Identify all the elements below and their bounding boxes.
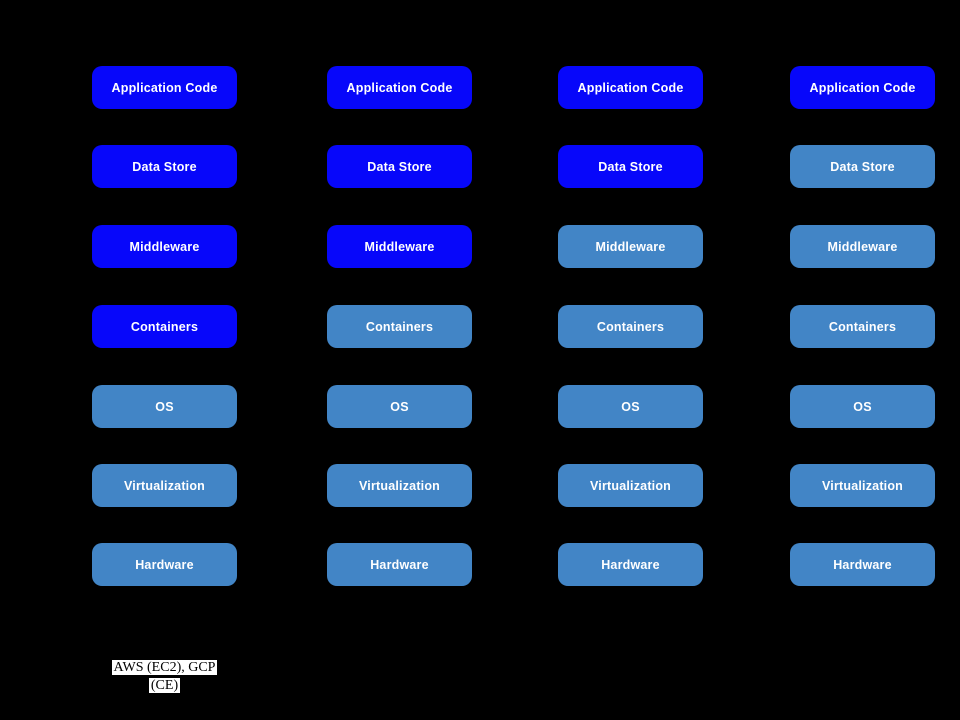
box-label: Virtualization <box>123 478 206 493</box>
box-label: Application Code <box>111 80 218 95</box>
box-label: OS <box>853 399 872 414</box>
box-label: Middleware <box>827 239 898 254</box>
box-label: Middleware <box>129 239 200 254</box>
box-label: Data Store <box>132 159 197 174</box>
box-label: Containers <box>828 319 897 334</box>
box-label: Application Code <box>577 80 684 95</box>
box-label: Data Store <box>830 159 895 174</box>
stack-box: Virtualization <box>790 464 935 507</box>
stack-box: Containers <box>558 305 703 348</box>
box-label: Containers <box>365 319 434 334</box>
stack-column-2: Application Code Data Store Middleware C… <box>327 0 472 720</box>
box-label: Containers <box>130 319 199 334</box>
box-label: OS <box>621 399 640 414</box>
box-label: Middleware <box>364 239 435 254</box>
stack-box: Virtualization <box>92 464 237 507</box>
box-label: Application Code <box>346 80 453 95</box>
stack-box: Hardware <box>558 543 703 586</box>
stack-box: Application Code <box>790 66 935 109</box>
stack-box: Virtualization <box>327 464 472 507</box>
stack-box: Containers <box>790 305 935 348</box>
box-label: Data Store <box>367 159 432 174</box>
box-label: Data Store <box>598 159 663 174</box>
stack-box: Data Store <box>790 145 935 188</box>
box-label: Hardware <box>601 557 660 572</box>
stack-column-1: Application Code Data Store Middleware C… <box>92 0 237 720</box>
stack-box: Application Code <box>558 66 703 109</box>
stack-column-3: Application Code Data Store Middleware C… <box>558 0 703 720</box>
stack-box: Hardware <box>790 543 935 586</box>
box-label: Containers <box>596 319 665 334</box>
stack-box: Containers <box>92 305 237 348</box>
caption-aws-gcp: AWS (EC2), GCP (CE) <box>92 658 237 694</box>
box-label: OS <box>155 399 174 414</box>
stack-box: OS <box>558 385 703 428</box>
box-label: Hardware <box>370 557 429 572</box>
stack-box: Application Code <box>327 66 472 109</box>
stack-box: OS <box>327 385 472 428</box>
stack-box: Data Store <box>327 145 472 188</box>
box-label: Hardware <box>135 557 194 572</box>
stack-box: Data Store <box>92 145 237 188</box>
box-label: Hardware <box>833 557 892 572</box>
stack-box: Data Store <box>558 145 703 188</box>
box-label: OS <box>390 399 409 414</box>
stack-box: OS <box>790 385 935 428</box>
box-label: Virtualization <box>821 478 904 493</box>
stack-box: Hardware <box>92 543 237 586</box>
stack-box: Middleware <box>558 225 703 268</box>
stack-box: OS <box>92 385 237 428</box>
stack-box: Application Code <box>92 66 237 109</box>
box-label: Virtualization <box>358 478 441 493</box>
caption-text: AWS (EC2), GCP (CE) <box>111 660 218 693</box>
stack-box: Middleware <box>92 225 237 268</box>
stack-column-4: Application Code Data Store Middleware C… <box>790 0 935 720</box>
stack-box: Containers <box>327 305 472 348</box>
stack-box: Middleware <box>327 225 472 268</box>
box-label: Middleware <box>595 239 666 254</box>
box-label: Virtualization <box>589 478 672 493</box>
stack-box: Hardware <box>327 543 472 586</box>
box-label: Application Code <box>809 80 916 95</box>
stack-box: Middleware <box>790 225 935 268</box>
stack-box: Virtualization <box>558 464 703 507</box>
